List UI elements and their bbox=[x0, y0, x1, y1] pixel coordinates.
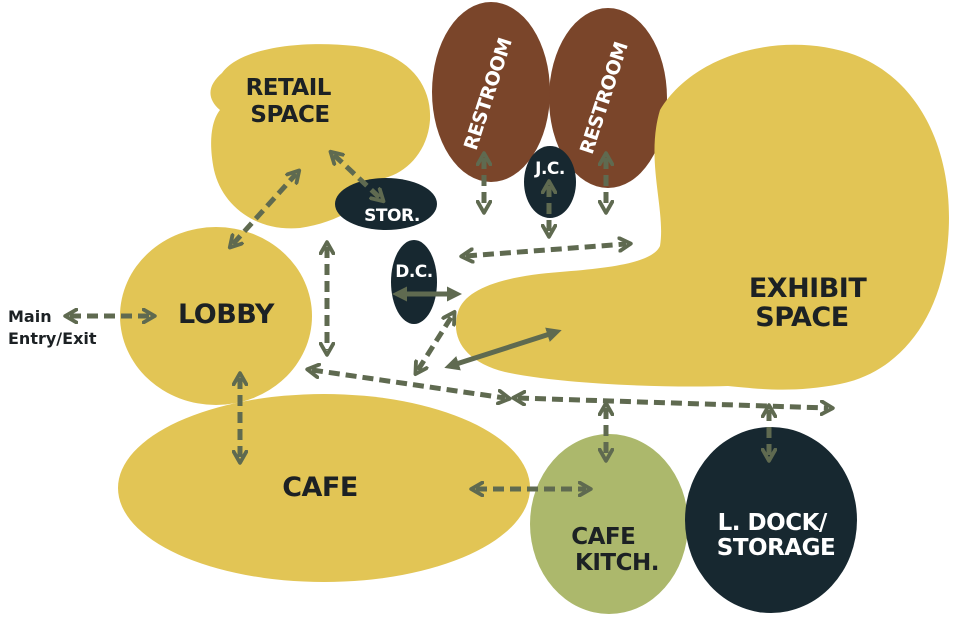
arrow-corridor-diagonal bbox=[312, 370, 505, 398]
dc-room-label: D.C. bbox=[395, 262, 433, 282]
loading-dock-storage-label-line1: L. DOCK/ bbox=[718, 510, 828, 536]
loading-dock-storage-label-line2: STORAGE bbox=[717, 535, 835, 561]
exhibit-space-label-line1: EXHIBIT bbox=[749, 273, 868, 304]
restroom-1: RESTROOM bbox=[432, 2, 550, 182]
main-entry-label: Main Entry/Exit bbox=[8, 307, 97, 348]
restroom-2-shape bbox=[549, 8, 667, 188]
exhibit-space-shape bbox=[455, 44, 949, 390]
arrow-lobby-retail bbox=[233, 174, 296, 244]
main-entry-label-line1: Main bbox=[8, 307, 52, 326]
janitor-closet-label: J.C. bbox=[534, 159, 565, 179]
lobby: LOBBY bbox=[120, 227, 312, 405]
loading-dock-storage: L. DOCK/ STORAGE bbox=[685, 427, 857, 613]
loading-dock-storage-label: L. DOCK/ STORAGE bbox=[717, 510, 835, 561]
cafe-kitchen: CAFE KITCH. bbox=[530, 434, 688, 614]
arrow-service-corridor bbox=[518, 398, 828, 408]
exhibit-space-label: EXHIBIT SPACE bbox=[749, 273, 875, 333]
arrow-restroom-corridor bbox=[466, 244, 626, 256]
flow-arrows bbox=[70, 155, 828, 489]
cafe-kitchen-shape bbox=[530, 434, 688, 614]
cafe-kitchen-label: CAFE KITCH. bbox=[571, 524, 659, 576]
retail-space-label: RETAIL SPACE bbox=[246, 75, 339, 128]
cafe-label: CAFE bbox=[282, 472, 358, 503]
main-entry-label-line2: Entry/Exit bbox=[8, 329, 97, 348]
cafe-kitchen-label-line1: CAFE bbox=[571, 524, 635, 550]
cafe-kitchen-label-line2: KITCH. bbox=[575, 550, 659, 576]
restroom-1-shape bbox=[432, 2, 550, 182]
storage-room-label: STOR. bbox=[364, 206, 420, 226]
arrow-corridor-exhibit bbox=[444, 327, 562, 371]
dc-room: D.C. bbox=[391, 240, 437, 324]
arrow-retail-storage bbox=[334, 155, 380, 198]
exhibit-space: EXHIBIT SPACE bbox=[455, 44, 949, 390]
arrow-dc-corridor bbox=[418, 316, 452, 370]
cafe-shape bbox=[118, 394, 530, 582]
retail-space-label-line2: SPACE bbox=[250, 102, 329, 128]
restroom-2: RESTROOM bbox=[549, 8, 667, 188]
lobby-label: LOBBY bbox=[178, 299, 275, 330]
dc-room-shape bbox=[391, 240, 437, 324]
lobby-shape bbox=[120, 227, 312, 405]
loading-dock-storage-shape bbox=[685, 427, 857, 613]
cafe: CAFE bbox=[118, 394, 530, 582]
exhibit-space-label-line2: SPACE bbox=[755, 302, 848, 333]
retail-space-label-line1: RETAIL bbox=[246, 75, 332, 101]
storage-room: STOR. bbox=[335, 178, 437, 230]
